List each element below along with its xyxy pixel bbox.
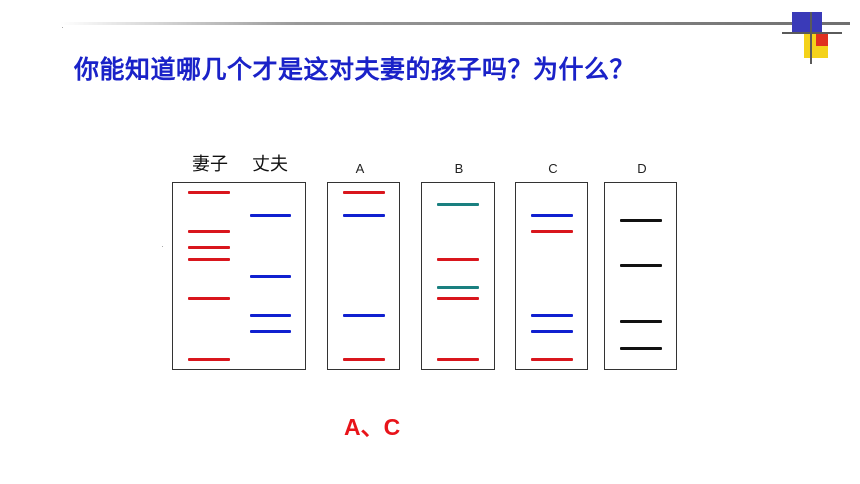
lane-label-d: D	[637, 161, 647, 176]
parents-lane	[172, 182, 306, 370]
band	[531, 358, 573, 361]
band	[343, 214, 385, 217]
wife-band	[188, 297, 230, 300]
lane-d	[604, 182, 677, 370]
band	[343, 191, 385, 194]
wife-label: 妻子	[192, 154, 228, 175]
husband-band	[250, 214, 291, 217]
wife-band	[188, 246, 230, 249]
lane-label-a: A	[355, 161, 365, 176]
corner-decoration	[782, 12, 842, 64]
band	[343, 358, 385, 361]
band	[620, 219, 662, 222]
speck	[162, 246, 163, 247]
band	[437, 358, 479, 361]
lane-b	[421, 182, 495, 370]
lane-c	[515, 182, 588, 370]
lane-label-b: B	[454, 161, 464, 176]
answer-text: A、C	[344, 414, 401, 440]
band	[531, 330, 573, 333]
husband-label: 丈夫	[252, 154, 288, 175]
husband-band	[250, 275, 291, 278]
band	[437, 203, 479, 206]
band	[437, 286, 479, 289]
speck	[62, 27, 63, 28]
header-rule	[60, 22, 850, 25]
husband-band	[250, 330, 291, 333]
band	[620, 347, 662, 350]
band	[531, 214, 573, 217]
band	[437, 258, 479, 261]
lane-label-c: C	[548, 161, 558, 176]
lane-a	[327, 182, 400, 370]
wife-band	[188, 258, 230, 261]
husband-band	[250, 314, 291, 317]
band	[620, 264, 662, 267]
wife-band	[188, 358, 230, 361]
band	[620, 320, 662, 323]
wife-band	[188, 191, 230, 194]
band	[531, 314, 573, 317]
band	[437, 297, 479, 300]
wife-band	[188, 230, 230, 233]
page-title: 你能知道哪几个才是这对夫妻的孩子吗？为什么？	[74, 55, 636, 84]
band	[343, 314, 385, 317]
band	[531, 230, 573, 233]
